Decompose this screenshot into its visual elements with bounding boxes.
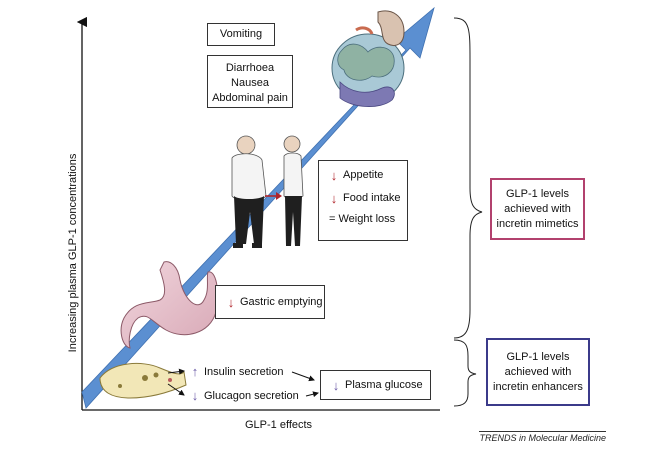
appetite-text: Appetite (343, 169, 384, 181)
mimetics-line-3: incretin mimetics (496, 218, 579, 230)
plasma-glucose-box: ↓ Plasma glucose (320, 370, 431, 400)
person-after-illustration (283, 135, 304, 246)
food-intake-text: Food intake (343, 192, 401, 204)
weight-loss-row: = Weight loss (329, 212, 407, 227)
gastric-row: ↓ Gastric emptying (226, 295, 324, 310)
gastric-emptying-box: ↓ Gastric emptying (215, 285, 325, 319)
down-arrow-icon: ↓ (330, 168, 338, 183)
intestines-illustration (331, 10, 405, 107)
food-intake-row: ↓ Food intake (329, 191, 407, 206)
mimetics-bracket (453, 17, 483, 339)
glucagon-secretion-label: ↓ Glucagon secretion (190, 388, 299, 403)
x-axis-label: GLP-1 effects (245, 419, 313, 431)
insulin-arrow (167, 368, 185, 375)
mimetics-line-2: achieved with (504, 203, 571, 215)
enhancers-bracket (453, 339, 477, 407)
down-arrow-icon: ↓ (332, 378, 340, 393)
diarrhoea-text: Diarrhoea (225, 62, 275, 74)
mimetics-line-1: GLP-1 levels (506, 188, 569, 200)
plasma-glucose-row: ↓ Plasma glucose (331, 378, 430, 393)
enhancers-line-3: incretin enhancers (493, 381, 583, 393)
abdominal-pain-text: Abdominal pain (212, 92, 288, 104)
pancreas-illustration (99, 362, 187, 399)
weight-loss-text: = Weight loss (329, 213, 396, 225)
gastric-emptying-text: Gastric emptying (240, 296, 323, 308)
down-arrow-icon: ↓ (191, 388, 199, 403)
insulin-secretion-label: ↑ Insulin secretion (190, 364, 284, 379)
insulin-secretion-text: Insulin secretion (204, 365, 284, 378)
plasma-glucose-text: Plasma glucose (345, 379, 423, 391)
enhancers-line-2: achieved with (504, 366, 572, 378)
secretion-to-glucose-arrow-top (291, 371, 315, 382)
vomiting-box: Vomiting (207, 23, 275, 46)
mimetics-box: GLP-1 levels achieved with incretin mime… (490, 178, 585, 240)
person-before-illustration (231, 135, 267, 248)
y-axis-label: Increasing plasma GLP-1 concentrations (67, 153, 79, 353)
up-arrow-icon: ↑ (191, 364, 199, 379)
appetite-row: ↓ Appetite (329, 168, 407, 183)
appetite-box: ↓ Appetite ↓ Food intake = Weight loss (318, 160, 408, 241)
glucagon-secretion-text: Glucagon secretion (204, 389, 299, 402)
nausea-text: Nausea (231, 77, 269, 89)
vomiting-text: Vomiting (219, 28, 263, 40)
glucagon-arrow (167, 383, 185, 396)
enhancers-line-1: GLP-1 levels (506, 351, 570, 363)
down-arrow-icon: ↓ (330, 191, 338, 206)
gi-symptoms-box: Diarrhoea Nausea Abdominal pain (207, 55, 293, 108)
journal-credit: TRENDS in Molecular Medicine (479, 431, 606, 443)
stomach-illustration (120, 261, 219, 349)
enhancers-box: GLP-1 levels achieved with incretin enha… (486, 338, 590, 406)
down-arrow-icon: ↓ (227, 295, 235, 310)
secretion-to-glucose-arrow-bottom (305, 391, 319, 398)
